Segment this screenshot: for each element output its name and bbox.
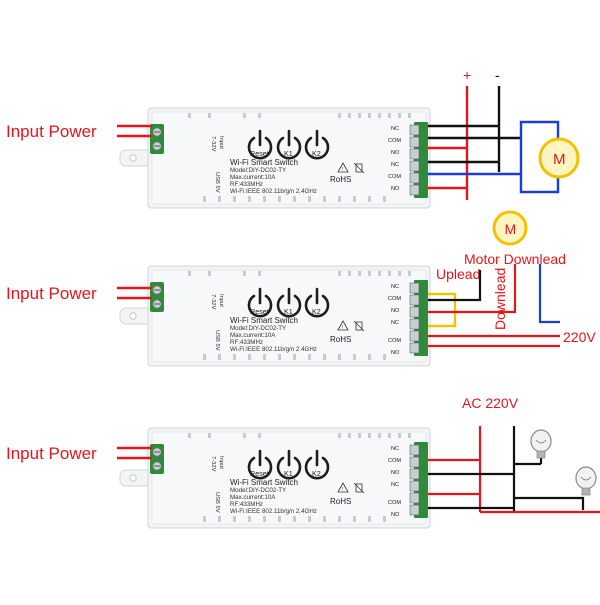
module-wifi: Wi-Fi:IEEE 802.11b/g/n 2.4GHz <box>230 188 317 195</box>
pin-nc-2: NC <box>391 162 399 168</box>
module-wifi: Wi-Fi:IEEE 802.11b/g/n 2.4GHz <box>230 508 317 515</box>
module-rf: RF:433MHz <box>230 501 263 508</box>
usb-label: USB 5V <box>214 172 220 193</box>
ac220-label: AC 220V <box>462 395 519 411</box>
k1-button-label: K1 <box>284 469 293 478</box>
voltage-label: 7-32V <box>210 294 216 310</box>
module-current: Max.current:10A <box>230 332 276 339</box>
module-rf: RF:433MHz <box>230 181 263 188</box>
reset-button-label: Reset <box>250 149 269 158</box>
uplead-label: Uplead <box>436 266 480 282</box>
pin-no-2: NO <box>391 186 400 192</box>
rohs-label: RoHS <box>330 497 351 506</box>
input-power-label: Input Power <box>6 444 97 463</box>
module-3: Input 7-32V USB 5V Reset K1 K2 Wi-Fi Sma… <box>118 426 432 530</box>
pin-com-1: COM <box>388 296 401 302</box>
pin-no-2: NO <box>391 512 400 518</box>
pin-nc-1: NC <box>391 126 399 132</box>
wiring-1: + - <box>428 67 560 200</box>
module-current: Max.current:10A <box>230 174 276 181</box>
usb-label: USB 5V <box>214 330 220 351</box>
pin-nc-2: NC <box>391 482 399 488</box>
k2-button-label: K2 <box>312 149 321 158</box>
plus-label: + <box>463 67 471 83</box>
k2-button-label: K2 <box>312 307 321 316</box>
wiring-2: Motor Downlead Uplead Downlead 220V <box>428 251 596 348</box>
input-power-label: Input Power <box>6 284 97 303</box>
module-2: Input 7-32V USB 5V Reset K1 K2 Wi-Fi Sma… <box>118 264 432 368</box>
module-model: Model:DIY-DC02-TY <box>230 167 286 174</box>
downlead-label: Downlead <box>492 268 508 330</box>
pin-com-1: COM <box>388 138 401 144</box>
module-1: Input 7-32V USB 5V Reset K1 K2 Wi-Fi Sma… <box>118 106 432 210</box>
motor-1: M <box>538 137 580 179</box>
pin-com-2: COM <box>388 338 401 344</box>
module-title: Wi-Fi Smart Switch <box>230 316 298 325</box>
k1-button-label: K1 <box>284 149 293 158</box>
v220-label: 220V <box>563 329 596 345</box>
pin-nc-1: NC <box>391 446 399 452</box>
module-title: Wi-Fi Smart Switch <box>230 478 298 487</box>
motor-downlead-label: Motor Downlead <box>464 251 566 267</box>
usb-label: USB 5V <box>214 492 220 513</box>
motor-2: M <box>492 210 528 246</box>
motor-label: M <box>553 151 566 168</box>
input-label: Input <box>218 136 224 149</box>
input-power-label: Input Power <box>6 122 97 141</box>
rohs-label: RoHS <box>330 175 351 184</box>
bulb-icon <box>575 466 597 496</box>
input-label: Input <box>218 456 224 469</box>
pin-com-2: COM <box>388 500 401 506</box>
bulb-icon <box>530 429 552 459</box>
minus-label: - <box>495 67 500 83</box>
module-wifi: Wi-Fi:IEEE 802.11b/g/n 2.4GHz <box>230 346 317 353</box>
motor-label: M <box>505 221 517 237</box>
pin-nc-2: NC <box>391 320 399 326</box>
input-power-3: Input Power <box>6 444 152 463</box>
input-power-1: Input Power <box>6 122 152 141</box>
module-current: Max.current:10A <box>230 494 276 501</box>
input-label: Input <box>218 294 224 307</box>
pin-nc-1: NC <box>391 284 399 290</box>
rohs-label: RoHS <box>330 335 351 344</box>
pin-no-1: NO <box>391 470 400 476</box>
wiring-3: AC 220V <box>428 395 600 514</box>
pin-no-1: NO <box>391 308 400 314</box>
pin-com-2: COM <box>388 174 401 180</box>
k1-button-label: K1 <box>284 307 293 316</box>
reset-button-label: Reset <box>250 469 269 478</box>
pin-com-1: COM <box>388 458 401 464</box>
voltage-label: 7-32V <box>210 136 216 152</box>
module-model: Model:DIY-DC02-TY <box>230 325 286 332</box>
pin-no-1: NO <box>391 150 400 156</box>
reset-button-label: Reset <box>250 307 269 316</box>
pin-no-2: NO <box>391 350 400 356</box>
module-model: Model:DIY-DC02-TY <box>230 487 286 494</box>
voltage-label: 7-32V <box>210 456 216 472</box>
k2-button-label: K2 <box>312 469 321 478</box>
module-title: Wi-Fi Smart Switch <box>230 158 298 167</box>
module-rf: RF:433MHz <box>230 339 263 346</box>
input-power-2: Input Power <box>6 284 152 303</box>
